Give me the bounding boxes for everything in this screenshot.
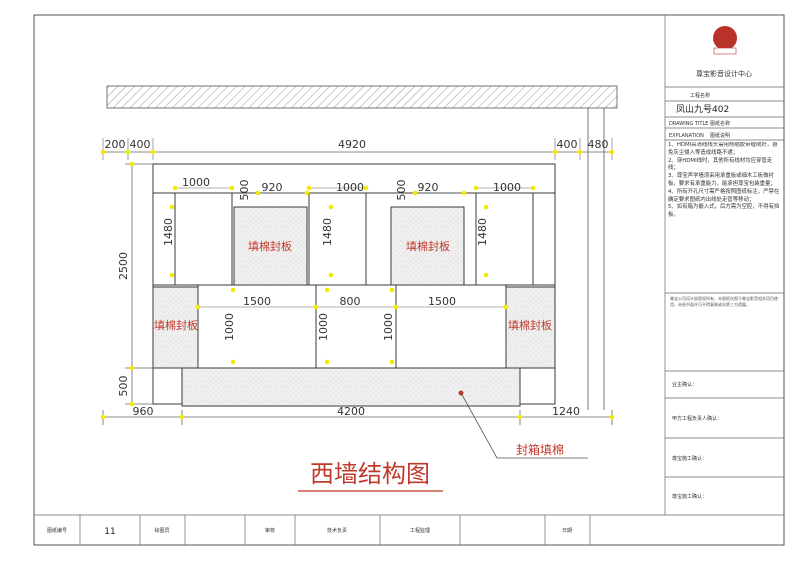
note-1: 1、HDMI高清线线头需用热缩胶带缠绕好，避免灰尘侵入等造成线路不通； — [668, 142, 778, 156]
dim-top-480: 480 — [588, 138, 609, 151]
left-dimension — [125, 163, 153, 405]
dim-bottom-1240: 1240 — [552, 405, 580, 418]
dim-row1-height-right-b: 1480 — [476, 218, 489, 246]
dim-row2-1500-b: 1500 — [428, 295, 456, 308]
bottom-bar — [79, 515, 591, 545]
drawing-title-label: DRAWING TITLE — [669, 121, 708, 127]
dim-row2-1500-a: 1500 — [243, 295, 271, 308]
sign-owner: 业主确认： — [672, 381, 697, 388]
dim-bottom-4200: 4200 — [337, 405, 365, 418]
sign-construction-2: 尊宝施工确认： — [672, 493, 707, 500]
engineer-label: 工程监理 — [410, 527, 430, 534]
project-label: 工程名称 — [690, 92, 710, 99]
note-2: 2、穿HDMI线时，其他所有线材均应穿管走线； — [668, 157, 773, 172]
explanation-label: EXPLANATION — [669, 133, 704, 139]
tech-label: 技术负责 — [327, 527, 347, 534]
dim-row1-1000-c: 1000 — [493, 181, 521, 194]
note-5: 5、如有箱为嵌入式，后方需为空腔，不得有挡板。 — [668, 204, 780, 219]
ceiling-band — [106, 85, 618, 109]
sign-client-engineer: 甲方工程负责人确认： — [672, 415, 722, 422]
explanation-label-cn: 图纸说明 — [710, 132, 730, 139]
title-block — [34, 15, 784, 516]
upper-right-panel — [390, 206, 465, 286]
callout-label: 封箱填棉 — [516, 442, 564, 457]
note-4: 4、所有开孔尺寸需严格按照图纸标注，严禁在确定要求图纸内出线处走管等移动； — [668, 188, 780, 203]
dim-row2-800: 800 — [340, 295, 361, 308]
sheet-number: 11 — [104, 527, 115, 537]
dim-row1-height-left: 1480 — [162, 218, 175, 246]
dim-row2-height-c: 1000 — [382, 313, 395, 341]
note-3: 3、尊宝声学墙须采用承重板或细木工板做衬板，要求有承重能力，能承担尊宝包装重量； — [668, 173, 776, 187]
dim-left-500: 500 — [117, 376, 130, 397]
dim-bottom-960: 960 — [133, 405, 154, 418]
dim-row1-500-a: 500 — [238, 180, 251, 201]
dim-row2-height-b: 1000 — [317, 313, 330, 341]
dim-row2-height-a: 1000 — [223, 313, 236, 341]
side-right-panel-label: 填棉封板 — [508, 318, 552, 332]
side-left-panel — [152, 286, 199, 369]
drawing-title-label-cn: 图纸名称 — [710, 120, 730, 127]
dimension-markers — [100, 149, 615, 420]
sheet-number-label: 图纸编号 — [47, 527, 67, 534]
company-logo — [713, 26, 737, 55]
dim-row1-1000-b: 1000 — [336, 181, 364, 194]
dim-left-2500: 2500 — [117, 252, 130, 280]
company-name: 尊宝影音设计中心 — [696, 69, 752, 78]
upper-left-panel-label: 填棉封板 — [248, 239, 292, 253]
sign-construction-1: 尊宝施工确认： — [672, 455, 707, 462]
dim-row1-920-b: 920 — [418, 181, 439, 194]
project-name: 凤山九号402 — [676, 104, 729, 115]
top-dimension — [102, 138, 613, 160]
dim-row1-920-a: 920 — [262, 181, 283, 194]
side-left-panel-label: 填棉封板 — [154, 318, 198, 332]
dim-top-4920: 4920 — [338, 138, 366, 151]
callout-leader — [460, 392, 588, 459]
dim-row1-height-right: 1480 — [321, 218, 334, 246]
copyright-text: 尊宝公司设计部版权所有，本图纸仅限于尊宝影音相关项目使用，未经书面许可不得复制或… — [670, 296, 778, 307]
dim-row1-1000-a: 1000 — [182, 176, 210, 189]
dim-top-400: 400 — [130, 138, 151, 151]
dim-row1-500-b: 500 — [395, 180, 408, 201]
date-label: 日期 — [562, 528, 572, 534]
drawing-title: 西墙结构图 — [310, 460, 430, 488]
sheet-border — [33, 14, 785, 546]
notes: 1、HDMI高清线线头需用热缩胶带缠绕好，避免灰尘侵入等造成线路不通； 2、穿H… — [668, 142, 780, 307]
side-right-panel — [505, 286, 556, 369]
row1-dimension-lines — [175, 187, 533, 194]
dim-top-400-right: 400 — [557, 138, 578, 151]
upper-left-panel — [233, 206, 308, 286]
drawn-by-label: 绘图员 — [154, 527, 169, 534]
bottom-box — [181, 367, 521, 407]
check-label: 审核 — [265, 527, 275, 534]
upper-right-panel-label: 填棉封板 — [406, 239, 450, 253]
dim-top-200: 200 — [105, 138, 126, 151]
